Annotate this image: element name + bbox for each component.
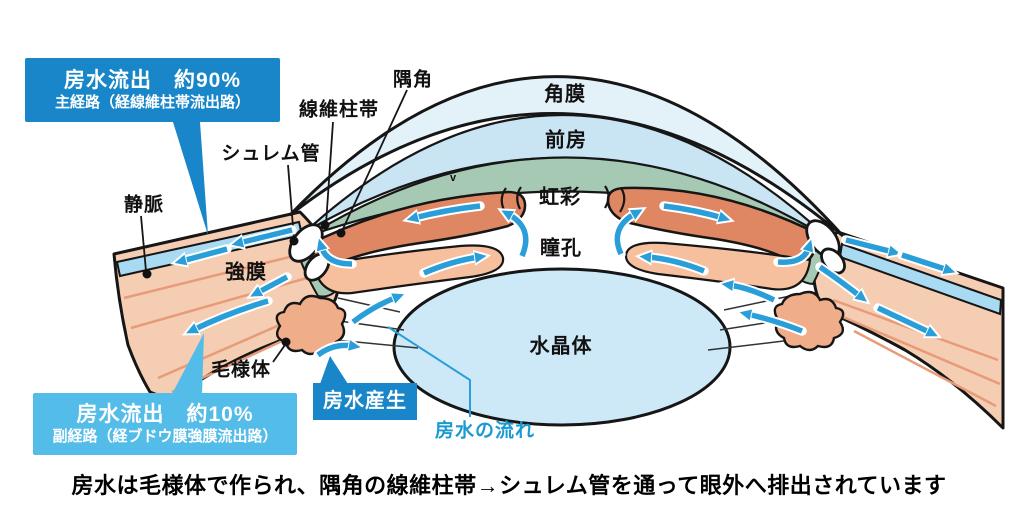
flow-arrow — [777, 247, 809, 265]
flow-arrow — [239, 227, 293, 243]
label-trabecular-meshwork: 線維柱帯 — [298, 99, 380, 121]
zonule-fiber-line — [707, 339, 793, 351]
iris-radial-stroke — [604, 185, 610, 209]
zonule-fiber-line — [337, 297, 401, 313]
label-lens: 水晶体 — [529, 335, 593, 358]
flow-arrow — [845, 237, 893, 252]
cornea-shape — [288, 75, 845, 238]
sclera-striation-line — [123, 248, 319, 300]
label-ciliary-body: 毛様体 — [210, 359, 272, 381]
callout-production: 房水産生 — [313, 383, 417, 420]
flow-arrow — [663, 203, 723, 218]
flow-arrow — [351, 297, 397, 325]
schlemm-canal-left-shape — [288, 223, 331, 282]
flow-arrow — [414, 203, 481, 218]
sclera-striation-line — [853, 329, 997, 408]
callout-secondary-tail — [172, 333, 204, 394]
flow-arrow — [257, 274, 289, 293]
flow-arrow — [901, 252, 948, 270]
ciliary-body-right-shape — [773, 290, 845, 352]
diagram-caption: 房水は毛様体で作られ、隅角の線維柱帯→シュレム管を通って眼外へ排出されています — [71, 473, 947, 498]
label-cornea: 角膜 — [544, 83, 586, 106]
label-vein: 静脈 — [123, 194, 165, 216]
label-pupil: 瞳孔 — [540, 237, 582, 260]
flow-arrow — [747, 314, 804, 334]
label-aqueous-flow: 房水の流れ — [434, 420, 536, 442]
flow-arrow — [876, 305, 931, 333]
callout-secondary-outflow: 房水流出 約10% 副経路（経ブドウ膜強膜流出路） — [33, 393, 297, 455]
callout-main-outflow: 房水流出 約90% 主経路（経線維柱帯流出路） — [25, 58, 280, 122]
stray-v-mark: v — [449, 172, 457, 184]
label-iris: 虹彩 — [539, 186, 581, 209]
sclera-striation-line — [842, 315, 1001, 386]
flow-arrow — [647, 257, 706, 274]
flow-arrow — [422, 257, 479, 276]
flow-arrow — [508, 214, 529, 258]
label-anterior-chamber: 前房 — [545, 129, 587, 152]
flow-arrow — [614, 213, 636, 256]
iris-radial-stroke — [516, 186, 522, 210]
iris-right-under-shape — [624, 241, 812, 291]
callout-main-subtitle: 主経路（経線維柱帯流出路） — [54, 93, 250, 111]
callout-main-title: 房水流出 約90% — [63, 68, 242, 92]
label-sclera: 強膜 — [225, 261, 267, 284]
callout-secondary-title: 房水流出 約10% — [76, 402, 254, 426]
flow-arrow — [316, 345, 353, 358]
flow-arrow — [729, 285, 776, 303]
sclera-striation-line — [130, 270, 329, 330]
callout-main-tail — [173, 122, 208, 235]
aqueous-flow-leader-line — [387, 326, 471, 417]
flow-arrows — [182, 201, 948, 360]
flow-arrow — [182, 246, 228, 261]
flow-arrow — [193, 298, 269, 330]
label-schlemm-canal: シュレム管 — [221, 143, 321, 165]
ciliary-body-left-shape — [275, 294, 347, 356]
callout-production-tail — [320, 356, 348, 384]
vein-right-shape — [838, 242, 1003, 316]
label-angle: 隅角 — [392, 69, 434, 91]
leader-dots — [142, 220, 346, 347]
callout-secondary-subtitle: 副経路（経ブドウ膜強膜流出路） — [52, 427, 278, 445]
flow-arrow — [818, 264, 861, 297]
iris-radial-stroke — [619, 187, 626, 213]
flow-arrow — [321, 246, 353, 267]
